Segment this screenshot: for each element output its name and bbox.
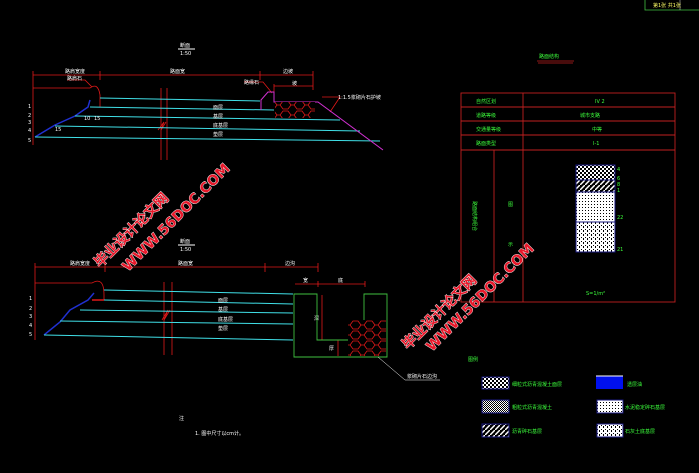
section-2-scale: 1:50 [180,247,191,253]
kerb-label: 路肩石 [67,75,82,82]
svg-text:石灰土底基层: 石灰土底基层 [625,428,655,435]
sheet-label: 第1张 共1张 [653,2,681,9]
svg-text:图: 图 [508,202,513,208]
svg-text:沥青碎石基层: 沥青碎石基层 [512,428,542,435]
section-1-side-labels: 1 2 3 4 5 [28,104,31,144]
svg-text:2: 2 [28,113,31,119]
section-1-title: 断面 [180,42,190,49]
notes: 注 1. 图中尺寸以cm计。 [179,415,244,437]
svg-text:1: 1 [617,188,620,194]
legend-item: 粗粒式沥青混凝土 [481,399,552,414]
svg-text:4: 4 [29,323,32,329]
svg-text:5: 5 [29,332,32,338]
svg-text:底: 底 [338,277,343,284]
svg-text:基层: 基层 [218,306,228,313]
svg-text:15: 15 [94,116,100,122]
svg-text:自然区划: 自然区划 [476,98,496,105]
svg-text:1: 1 [28,104,31,110]
title-block: 第1张 共1张 [644,0,699,11]
svg-text:3: 3 [29,314,32,320]
legend-item: 细粒式沥青混凝土面层 [481,376,562,390]
structure-label: 路面结构组合 [471,201,478,231]
svg-text:水泥稳定碎石基层: 水泥稳定碎石基层 [625,404,665,411]
svg-text:面层: 面层 [213,105,223,111]
pavement-table: 路面结构 自然区划 IV 2 道路等级 城市支路 交通量等级 中等 路面类型 I… [460,53,676,303]
svg-text:垫层: 垫层 [218,325,228,332]
svg-text:细粒式沥青混凝土面层: 细粒式沥青混凝土面层 [512,381,562,388]
section-2: 断面 1:50 路肩宽度 路面宽 边沟 宽 底 深 厚 [29,238,440,381]
svg-text:I-1: I-1 [593,141,599,147]
legend-item: 石灰土底基层 [596,423,655,438]
svg-text:城市支路: 城市支路 [580,112,600,119]
structure-column [575,164,616,253]
svg-text:WWW.56DOC.COM: WWW.56DOC.COM [424,241,538,355]
legend-item: 沥青碎石基层 [481,423,542,438]
svg-text:8: 8 [617,182,620,188]
ditch-label: 浆砌片石边沟 [407,373,437,380]
svg-text:4: 4 [28,128,31,134]
watermark-1: 毕业设计论文网 WWW.56DOC.COM [90,160,234,275]
svg-text:垫层: 垫层 [213,131,223,138]
svg-text:面层: 面层 [218,298,228,304]
svg-text:路面类型: 路面类型 [476,140,496,147]
svg-text:宽: 宽 [303,277,308,284]
dim-right: 边坡 [283,68,293,75]
svg-text:深: 深 [314,315,319,322]
section-1-layer-labels: 面层 基层 底基层 垫层 [213,105,228,138]
legend-title: 图例 [468,356,478,363]
svg-text:基层: 基层 [213,113,223,120]
svg-text:透层油: 透层油 [627,381,642,388]
svg-text:IV 2: IV 2 [595,99,605,105]
svg-text:22: 22 [617,215,623,221]
watermark-2: 毕业设计论文网 WWW.56DOC.COM [398,240,538,355]
svg-text:5: 5 [28,138,31,144]
dim-right-sub: 坡 [292,80,297,87]
dim-mid: 路面宽 [170,68,185,75]
section-2-title: 断面 [180,238,190,245]
dim-right-2: 边沟 [285,260,295,267]
dim-mid-2: 路面宽 [178,260,193,267]
svg-text:10: 10 [84,116,90,122]
table-title: 路面结构 [539,53,559,60]
legend-item: 透层油 [596,375,642,389]
svg-text:底基层: 底基层 [213,122,228,129]
notes-title: 注 [179,415,184,422]
table-rows: 自然区划 IV 2 道路等级 城市支路 交通量等级 中等 路面类型 I-1 [476,98,605,147]
section-1-scale: 1:50 [180,51,191,57]
legend: 图例 细粒式沥青混凝土面层 粗粒式沥青混凝土 沥青碎石基层 透层油 水泥稳定碎石… [468,356,665,438]
svg-text:1: 1 [29,296,32,302]
svg-text:4: 4 [617,167,620,173]
svg-text:道路等级: 道路等级 [476,112,496,119]
svg-text:示: 示 [508,242,513,248]
section-2-side-labels: 1 2 3 4 5 [29,296,32,338]
svg-text:底基层: 底基层 [218,316,233,323]
legend-item: 水泥稳定碎石基层 [596,399,665,414]
curb-label: 路缘石 [244,79,259,86]
section-1: 断面 1:50 路肩宽度 路面宽 边坡 坡 路肩石 路缘石 1:1.5浆砌片石护… [28,42,384,160]
area-note: S=1/m² [586,291,605,297]
note-item: 1. 图中尺寸以cm计。 [195,430,244,437]
slope-label: 1:1.5浆砌片石护坡 [338,94,381,101]
section-2-layer-labels: 面层 基层 底基层 垫层 [218,298,233,332]
svg-text:粗粒式沥青混凝土: 粗粒式沥青混凝土 [512,404,552,411]
svg-text:21: 21 [617,247,623,253]
svg-text:厚: 厚 [329,346,334,352]
svg-text:中等: 中等 [592,126,602,133]
svg-text:15: 15 [55,127,61,133]
svg-text:交通量等级: 交通量等级 [476,126,501,133]
dim-left-2: 路肩宽度 [70,260,90,267]
svg-text:3: 3 [28,120,31,126]
svg-text:2: 2 [29,306,32,312]
dim-left: 路肩宽度 [65,68,85,75]
svg-text:6: 6 [617,176,620,182]
